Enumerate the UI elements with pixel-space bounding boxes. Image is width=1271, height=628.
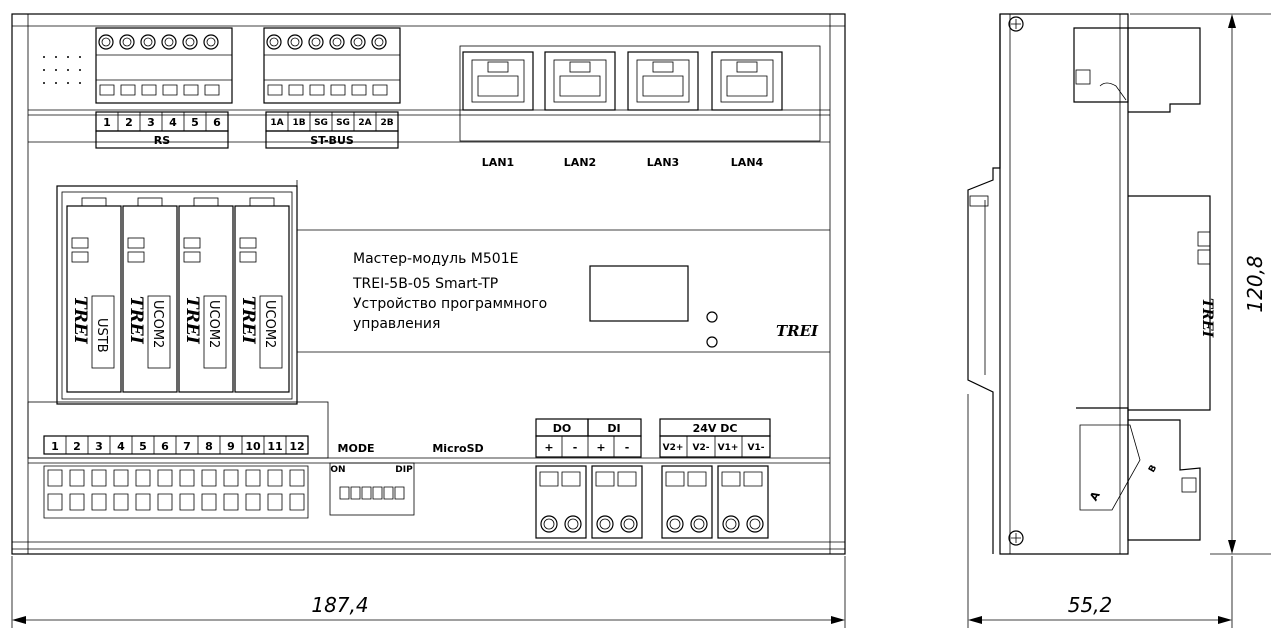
front-width-value: 187,4 (311, 593, 368, 617)
power-pin: V1- (748, 443, 765, 453)
module-slot-1: TREI USTB (66, 197, 122, 393)
dip-label: DIP (395, 465, 413, 475)
side-view: TREI A B 120,8 55,2 (967, 13, 1271, 628)
io-pin: 11 (267, 440, 282, 453)
microsd-label: MicroSD (432, 442, 483, 455)
stbus-pin: 2A (358, 118, 371, 128)
stbus-pin-labels: 1A 1B SG SG 2A 2B ST-BUS (265, 111, 399, 149)
title-line-2: TREI-5B-05 Smart-TP (352, 276, 498, 292)
lan-port-1 (462, 51, 534, 111)
side-housing (999, 13, 1129, 555)
side-width-dimension: 55,2 (967, 394, 1233, 628)
rs-label: RS (154, 134, 170, 147)
module-brand: TREI (70, 296, 90, 345)
lan-label-4: LAN4 (731, 156, 764, 169)
io-pin: 10 (245, 440, 261, 453)
stbus-label: ST-BUS (310, 134, 354, 147)
io-pin: 6 (161, 440, 169, 453)
lan-label-1: LAN1 (482, 156, 514, 169)
side-module-brand: TREI (1199, 298, 1215, 338)
power-connectors (535, 465, 769, 539)
module-name: UCOM2 (262, 300, 277, 348)
dip-on-label: ON (330, 465, 345, 475)
front-housing (11, 13, 846, 555)
lan-port-4 (711, 51, 783, 111)
io-terminal-block: 1 2 3 4 5 6 7 8 9 10 11 12 (27, 401, 329, 519)
title-line-3: Устройство программного (353, 296, 547, 312)
power-label: 24V DC (693, 422, 738, 435)
power-io-header: DO DI 24V DC + - + - V2+ V2- V1+ V1- (535, 418, 771, 458)
side-label-a: A (1087, 489, 1103, 503)
indicator-led (706, 311, 718, 323)
module-slot-2: TREI UCOM2 (122, 197, 178, 393)
io-pin: 12 (289, 440, 304, 453)
mounting-screw-bottom (1008, 530, 1024, 546)
lan-port-2 (544, 51, 616, 111)
display-window (589, 265, 689, 322)
module-brand: TREI (238, 296, 258, 345)
lan-ports: LAN1 LAN2 LAN3 LAN4 (459, 45, 821, 169)
io-pin: 8 (205, 440, 213, 453)
label-panel: Мастер-модуль М501Е TREI-5B-05 Smart-TP … (352, 251, 819, 348)
panel-brand: TREI (776, 322, 819, 340)
rs-pin: 2 (125, 116, 133, 129)
rs-pin: 6 (213, 116, 221, 129)
rs-pin: 3 (147, 116, 155, 129)
power-pin: V1+ (718, 443, 739, 453)
vent-dots (43, 56, 81, 84)
di-pin: + (596, 441, 605, 454)
io-pin: 3 (95, 440, 103, 453)
stbus-pin: 1B (292, 118, 305, 128)
title-line-1: Мастер-модуль М501Е (353, 251, 518, 267)
lan-label-2: LAN2 (564, 156, 596, 169)
module-brand: TREI (126, 296, 146, 345)
module-brand: TREI (182, 296, 202, 345)
mounting-screw-top (1008, 16, 1024, 32)
mode-label: MODE (338, 442, 375, 455)
side-height-dimension: 120,8 (1130, 13, 1271, 555)
module-slot-3: TREI UCOM2 (178, 197, 234, 393)
stbus-pin: SG (314, 118, 328, 128)
front-width-dimension: 187,4 (11, 556, 846, 628)
stbus-pin: SG (336, 118, 350, 128)
front-view: 1 2 3 4 5 6 RS (11, 13, 846, 628)
side-label-b: B (1147, 463, 1159, 474)
io-pin: 5 (139, 440, 147, 453)
stbus-pin: 2B (380, 118, 393, 128)
do-pin: + (544, 441, 553, 454)
rs-pin: 5 (191, 116, 199, 129)
io-pin: 7 (183, 440, 191, 453)
module-name: UCOM2 (206, 300, 221, 348)
power-pin: V2- (693, 443, 710, 453)
di-label: DI (607, 422, 620, 435)
io-pin: 4 (117, 440, 125, 453)
lan-label-3: LAN3 (647, 156, 679, 169)
power-pin: V2+ (663, 443, 684, 453)
dip-switch: ON DIP (329, 462, 415, 516)
side-width-value: 55,2 (1068, 593, 1113, 617)
module-bay: TREI USTB TREI UCOM2 TREI UCOM2 (56, 185, 298, 405)
io-pin: 1 (51, 440, 59, 453)
stbus-pin: 1A (270, 118, 283, 128)
rs-connector (95, 27, 233, 104)
rs-pin: 4 (169, 116, 177, 129)
io-pin: 2 (73, 440, 81, 453)
module-name: USTB (94, 318, 109, 353)
side-height-value: 120,8 (1243, 255, 1267, 312)
io-pin: 9 (227, 440, 235, 453)
rs-pin-labels: 1 2 3 4 5 6 RS (95, 111, 229, 149)
rs-pin: 1 (103, 116, 111, 129)
di-pin: - (625, 441, 630, 454)
lan-port-3 (627, 51, 699, 111)
module-name: UCOM2 (150, 300, 165, 348)
title-line-4: управления (353, 316, 440, 332)
do-pin: - (573, 441, 578, 454)
module-slot-4: TREI UCOM2 (234, 197, 290, 393)
reset-button (706, 336, 718, 348)
do-label: DO (553, 422, 571, 435)
stbus-connector (263, 27, 401, 104)
